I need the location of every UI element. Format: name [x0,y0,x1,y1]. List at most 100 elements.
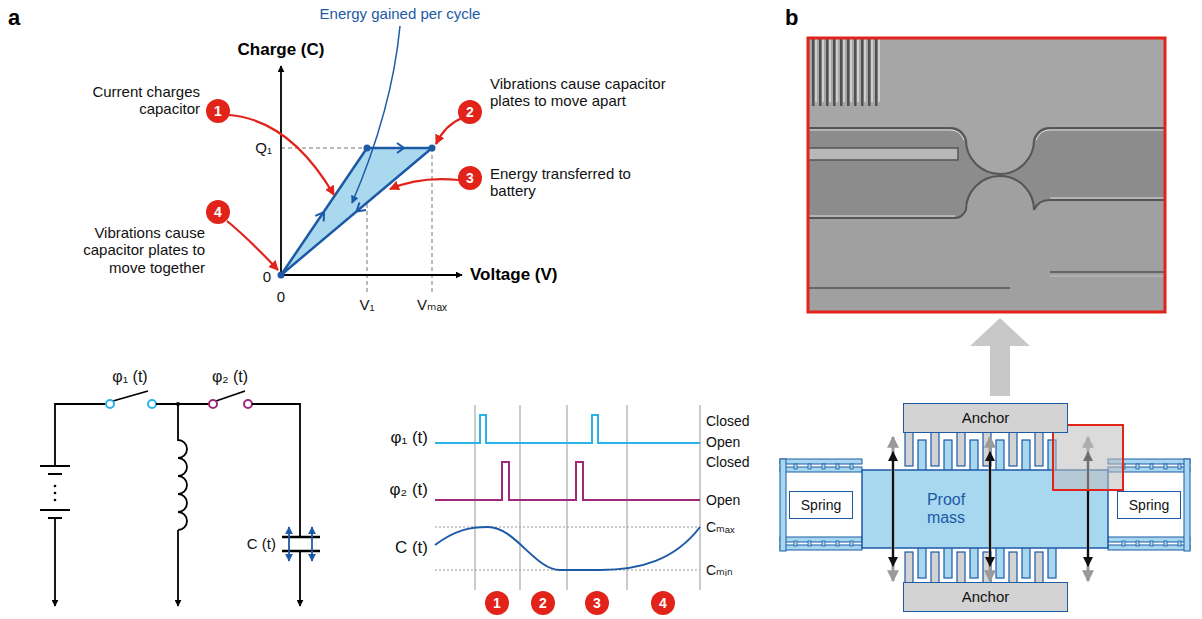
cycle-point [278,272,285,279]
callout-number: 3 [585,591,609,615]
mems-schematic [1150,541,1153,546]
mems-schematic [822,541,825,546]
switch-terminal [106,400,114,408]
mems-schematic [892,452,894,566]
node-text: 4 [659,595,667,611]
mems-schematic [1136,464,1139,469]
micrograph [819,38,822,106]
wire [156,403,209,405]
axis-title: Voltage (V) [470,265,558,285]
switch-signal [435,462,700,500]
mems-schematic [1009,552,1017,586]
mems-schematic [808,541,811,546]
callout-arrow [227,115,462,270]
micrograph [815,38,817,102]
switch-terminal [209,400,217,408]
spring-box: Spring [1117,491,1181,519]
micrograph [808,148,958,160]
ground-arrow [299,551,301,606]
mems-schematic [944,440,952,474]
mems-schematic [1164,541,1167,546]
battery-symbol [54,499,57,502]
signal-name: φ₂ (t) [390,480,428,500]
switch-blade [216,391,245,401]
level-label: Cₘₐₓ [706,519,735,535]
micrograph [833,38,836,106]
mems-schematic [1048,544,1056,578]
mems-schematic [970,544,978,578]
motion-arrow [288,527,290,561]
callout-number: 2 [458,100,482,124]
callout-text: Current charges capacitor [78,83,200,118]
battery-symbol [54,485,57,488]
node-text: 1 [214,103,222,119]
micrograph [808,198,1165,216]
node-text: 3 [593,595,601,611]
zoom-arrow [970,318,1030,396]
panel-letter: b [785,5,798,30]
signal-name: φ₂ (t) [212,368,248,386]
mems-schematic [931,430,939,466]
level-label: Open [706,434,740,450]
mems-schematic [836,464,839,469]
mems-schematic [905,430,913,466]
node-text: 2 [539,595,547,611]
mems-schematic [1009,430,1017,466]
micrograph [808,272,1165,288]
switch-terminal [148,400,156,408]
node-text: 2 [466,104,474,120]
wire [252,404,300,537]
mems-schematic [1178,464,1181,469]
callout-text: Energy transferred to battery [490,165,635,200]
node-text: Proof mass [921,491,971,528]
callout-number: 4 [206,200,230,224]
tick-label: 0 [263,268,271,285]
mems-schematic [1053,425,1123,490]
micrograph [875,38,878,106]
tick-label: V₁ [359,296,374,313]
cycle-direction-arrow [315,143,404,221]
cycle-point [364,145,371,152]
callout-number: 1 [485,591,509,615]
mems-schematic [1136,541,1139,546]
motion-arrow [311,527,313,561]
node-text: Anchor [962,409,1010,426]
mems-schematic [970,440,978,474]
micrograph [854,38,857,106]
capacitance-curve [435,527,700,570]
signal-name: φ₁ (t) [390,428,428,448]
callout-arrow [229,115,334,195]
y-axis [280,66,282,275]
switch-terminal [244,400,252,408]
mems-schematic [1122,541,1125,546]
battery-symbol [40,466,70,518]
micrograph [868,38,871,106]
component-name: C (t) [247,535,276,552]
battery-symbol [54,492,57,495]
micrograph [857,38,859,102]
anchor-box: Anchor [903,582,1068,612]
mems-schematic [780,459,786,551]
mems-schematic [989,452,991,566]
proof-mass-label: Proof mass [909,485,983,534]
anchor-box: Anchor [903,403,1068,433]
x-axis [281,274,462,276]
leader-line [352,26,400,203]
mems-schematic [918,544,926,578]
callout-arrow [390,179,459,189]
micrograph [808,176,1165,312]
qv-plot [227,26,462,292]
micrograph [808,38,1165,312]
node-text: Spring [1129,497,1169,513]
level-label: Cₘᵢₙ [706,562,733,578]
micrograph [847,38,850,106]
mems-schematic [780,425,1190,586]
mems-schematic [822,464,825,469]
micrograph-frame [808,38,1165,312]
mems-schematic [996,544,1004,578]
mems-schematic [892,437,895,581]
node-text: 3 [466,170,474,186]
callout-arrow [436,118,462,144]
micrograph [808,38,1165,174]
mems-schematic [808,464,811,469]
